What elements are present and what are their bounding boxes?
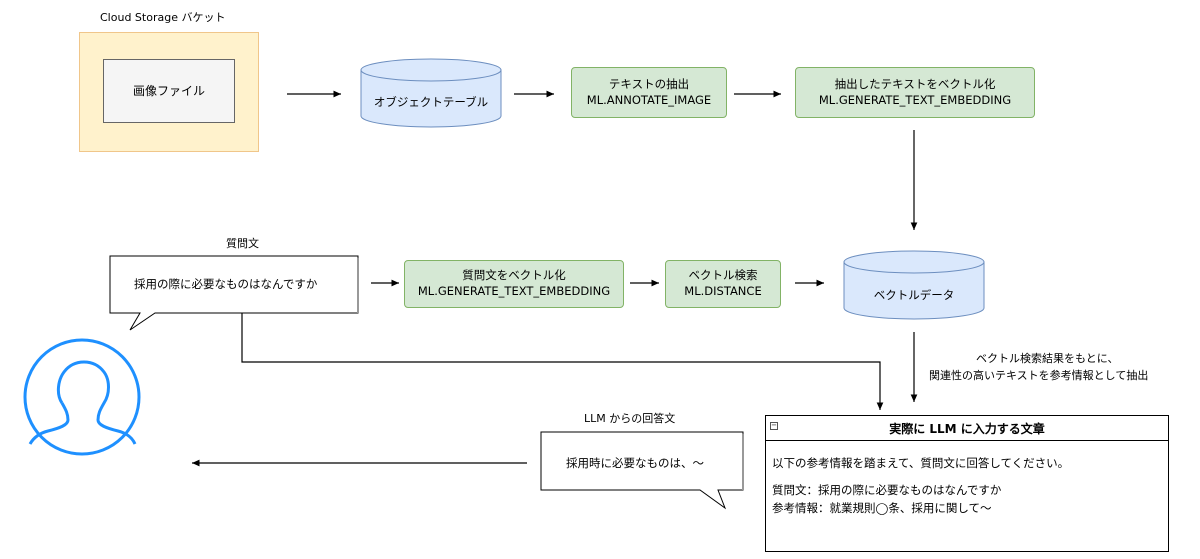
vectorize-text-step: 抽出したテキストをベクトル化 ML.GENERATE_TEXT_EMBEDDIN… — [795, 67, 1035, 118]
llm-reference-line: 参考情報：就業規則◯条、採用に関して〜 — [772, 500, 992, 515]
question-bubble-shape — [109, 255, 359, 331]
bucket-label: Cloud Storage バケット — [100, 11, 226, 24]
llm-input-panel: − 実際に LLM に入力する文章 以下の参考情報を踏まえて、質問文に回答してく… — [765, 415, 1169, 552]
vectorize-question-title: 質問文をベクトル化 — [462, 268, 566, 283]
answer-text: 採用時に必要なものは、〜 — [566, 456, 704, 470]
vectorize-question-step: 質問文をベクトル化 ML.GENERATE_TEXT_EMBEDDING — [404, 260, 624, 308]
image-file-label: 画像ファイル — [132, 83, 205, 98]
collapse-icon[interactable]: − — [770, 421, 778, 430]
extract-text-title: テキストの抽出 — [608, 76, 690, 91]
answer-caption: LLM からの回答文 — [584, 412, 676, 425]
vectorize-question-function: ML.GENERATE_TEXT_EMBEDDING — [417, 284, 611, 298]
search-note-line2: 関連性の高いテキストを参考情報として抽出 — [929, 369, 1149, 382]
question-text: 採用の際に必要なものはなんですか — [134, 277, 318, 291]
llm-input-panel-body: 以下の参考情報を踏まえて、質問文に回答してください。 質問文：採用の際に必要なも… — [766, 441, 1168, 517]
arrow-question-to-panel — [241, 313, 884, 410]
question-caption: 質問文 — [226, 237, 259, 250]
vector-search-step: ベクトル検索 ML.DISTANCE — [665, 260, 781, 308]
llm-instruction: 以下の参考情報を踏まえて、質問文に回答してください。 — [772, 456, 1070, 470]
vectorize-text-function: ML.GENERATE_TEXT_EMBEDDING — [818, 92, 1012, 107]
vector-search-function: ML.DISTANCE — [684, 284, 762, 298]
extract-text-function: ML.ANNOTATE_IMAGE — [586, 92, 712, 107]
user-icon — [23, 338, 141, 456]
object-table-cylinder — [360, 58, 502, 128]
vectorize-text-title: 抽出したテキストをベクトル化 — [834, 76, 996, 91]
vector-search-title: ベクトル検索 — [688, 268, 758, 283]
object-table-label: オブジェクトテーブル — [373, 95, 489, 109]
llm-question-line: 質問文：採用の際に必要なものはなんですか — [772, 482, 1002, 497]
llm-input-panel-header: − 実際に LLM に入力する文章 — [766, 416, 1168, 441]
search-note-line1: ベクトル検索結果をもとに、 — [976, 352, 1119, 365]
image-file-box: 画像ファイル — [103, 59, 235, 123]
vector-data-cylinder — [843, 250, 985, 320]
llm-input-panel-title: 実際に LLM に入力する文章 — [889, 421, 1045, 436]
extract-text-step: テキストの抽出 ML.ANNOTATE_IMAGE — [571, 67, 727, 118]
vector-data-label: ベクトルデータ — [873, 288, 955, 302]
